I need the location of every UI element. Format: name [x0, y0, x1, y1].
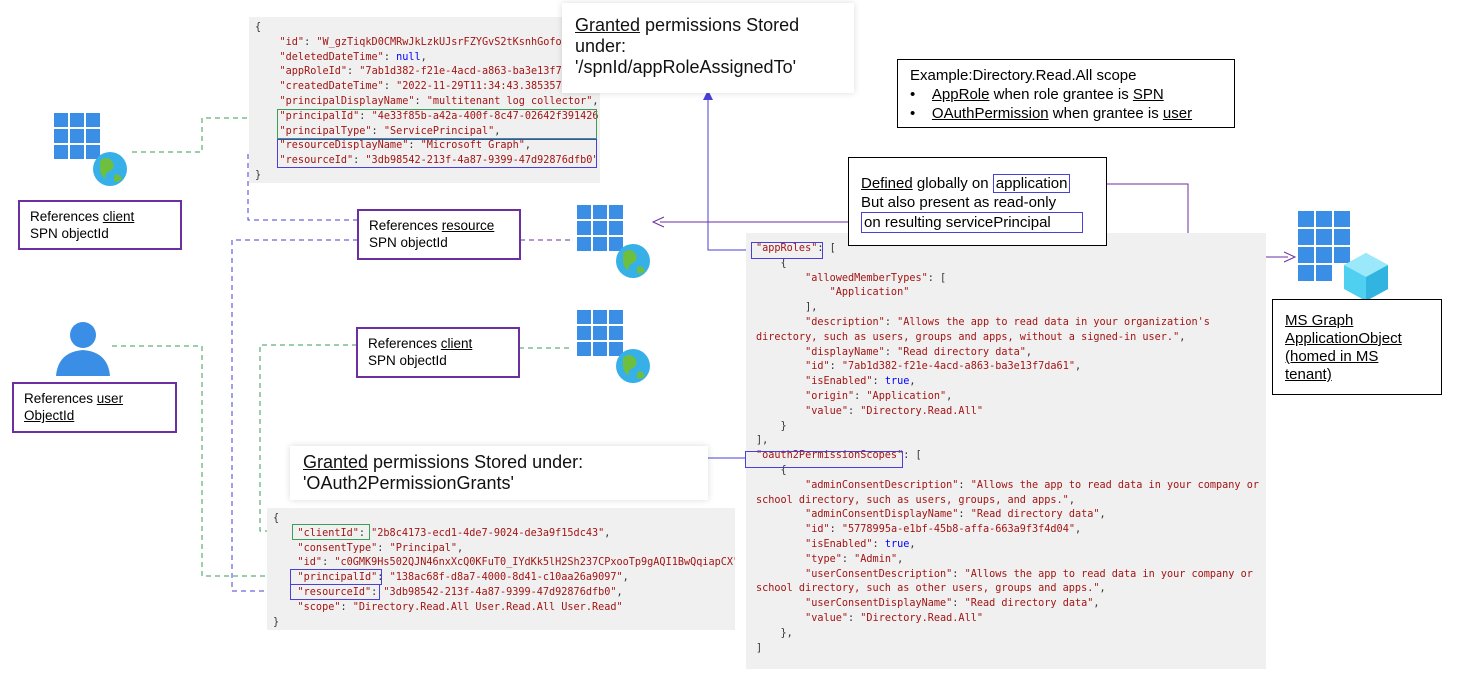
app-globe-icon	[54, 113, 127, 186]
client-app-icon-2	[577, 310, 657, 391]
code-line: "Application"	[756, 287, 910, 299]
example-title: Example:Directory.Read.All scope	[910, 67, 1137, 84]
code-line: school directory, such as users, groups,…	[756, 494, 1075, 506]
code-line: "userConsentDisplayName": "Read director…	[756, 598, 1100, 610]
code-line: "oauth2PermissionScopes": [	[756, 450, 922, 462]
user-icon	[54, 318, 114, 383]
principal-highlight-box	[277, 109, 597, 139]
code-line: "scope": "Directory.Read.All User.Read.A…	[273, 601, 623, 613]
code-line: "id": "c0GMK9Hs502QJN46nxXcQ0KFuT0_IYdKk…	[273, 557, 735, 569]
code-line: }	[756, 420, 787, 432]
code-line: "id": "7ab1d382-f21e-4acd-a863-ba3e13f7d…	[756, 361, 1082, 373]
code-line: "principalId": "138ac68f-d8a7-4000-8d41-…	[273, 572, 629, 584]
example-bullet-oauth: • OAuthPermission when grantee is user	[910, 105, 1193, 122]
service-principal-box: on resulting servicePrincipal	[861, 212, 1083, 233]
code-line: ],	[756, 435, 769, 447]
application-box: application	[992, 174, 1071, 193]
code-line: "principalType": "ServicePrincipal",	[255, 125, 501, 137]
ms-graph-app-icon	[1298, 211, 1393, 308]
user-object-card: References user ObjectId	[12, 382, 177, 433]
example-bullet-approle: • AppRole when role grantee is SPN	[910, 86, 1164, 103]
resource-highlight-box	[277, 139, 597, 168]
code-line: "isEnabled": true,	[756, 538, 916, 550]
code-line: "createdDateTime": "2022-11-29T11:34:43.…	[255, 81, 574, 93]
code-line: "consentType": "Principal",	[273, 542, 464, 554]
code-line: "principalId": "4e33f85b-a42a-400f-8c47-…	[255, 110, 600, 122]
code-line: "adminConsentDescription": "Allows the a…	[756, 479, 1259, 491]
code-line: ]	[756, 642, 763, 654]
code-line: {	[756, 464, 787, 476]
approles-highlight-box	[751, 242, 823, 259]
clientid-highlight-box	[292, 524, 370, 540]
granted-bottom-note: Granted permissions Stored under: 'OAuth…	[290, 446, 708, 500]
code-line: {	[255, 22, 262, 33]
client-app-icon	[54, 113, 134, 194]
code-line: },	[756, 627, 793, 639]
oauth2-highlight-box	[745, 451, 903, 468]
resource-spn-card: References resource SPN objectId	[357, 209, 521, 260]
code-line: "id": "W_gzTiqkD0CMRwJkLzkUJsrFZYGvS2tKs…	[255, 36, 574, 48]
client-spn-card: References client SPN objectId	[18, 200, 182, 250]
code-line: ],	[756, 302, 818, 314]
code-line: "allowedMemberTypes": [	[756, 272, 947, 284]
code-line: "displayName": "Read directory data",	[756, 346, 1033, 358]
code-line: "userConsentDescription": "Allows the ap…	[756, 568, 1253, 580]
code-line: "appRoles": [	[756, 243, 836, 254]
code-line: "adminConsentDisplayName": "Read directo…	[756, 509, 1106, 521]
code-line: "appRoleId": "7ab1d382-f21e-4acd-a863-ba…	[255, 66, 574, 78]
app-role-assignment-json: { "id": "W_gzTiqkD0CMRwJkLzkUJsrFZYGvS2t…	[249, 17, 600, 183]
client-spn-card-2: References client SPN objectId	[356, 327, 520, 378]
defined-note: Defined globally on application But also…	[848, 157, 1107, 246]
ms-graph-card: MS Graph ApplicationObject (homed in MS …	[1272, 299, 1442, 395]
code-line: "value": "Directory.Read.All"	[756, 612, 983, 624]
code-line: "isEnabled": true,	[756, 376, 916, 388]
code-line: "principalDisplayName": "multitenant log…	[255, 95, 599, 107]
resource-app-icon	[577, 205, 657, 286]
code-line: }	[273, 616, 280, 628]
code-line: "resourceDisplayName": "Microsoft Graph"…	[255, 140, 532, 152]
code-line: "type": "Admin",	[756, 553, 904, 565]
code-line: school directory, such as other users, g…	[756, 583, 1106, 595]
code-line: "description": "Allows the app to read d…	[756, 316, 1210, 328]
code-line: }	[255, 169, 262, 181]
code-line: {	[273, 513, 280, 524]
example-note: Example:Directory.Read.All scope • AppRo…	[897, 59, 1235, 128]
code-line: directory, such as users, groups and app…	[756, 331, 1186, 343]
code-line: "origin": "Application",	[756, 390, 953, 402]
code-line: "deletedDateTime": null,	[255, 51, 427, 63]
code-line: {	[756, 257, 787, 269]
granted-top-note: Granted permissions Stored under: '/spnI…	[562, 3, 854, 93]
resourceid-highlight-box	[290, 584, 380, 600]
code-line: "id": "5778995a-e1bf-45b8-affa-663a9f3f4…	[756, 524, 1082, 536]
code-line: "resourceId": "3db98542-213f-4a87-9399-4…	[273, 586, 623, 598]
code-line: "value": "Directory.Read.All"	[756, 405, 983, 417]
code-line: "resourceId": "3db98542-213f-4a87-9399-4…	[255, 155, 599, 167]
principalid-highlight-box	[290, 569, 382, 585]
code-line: "clientId": "2b8c4173-ecd1-4de7-9024-de3…	[273, 527, 611, 539]
